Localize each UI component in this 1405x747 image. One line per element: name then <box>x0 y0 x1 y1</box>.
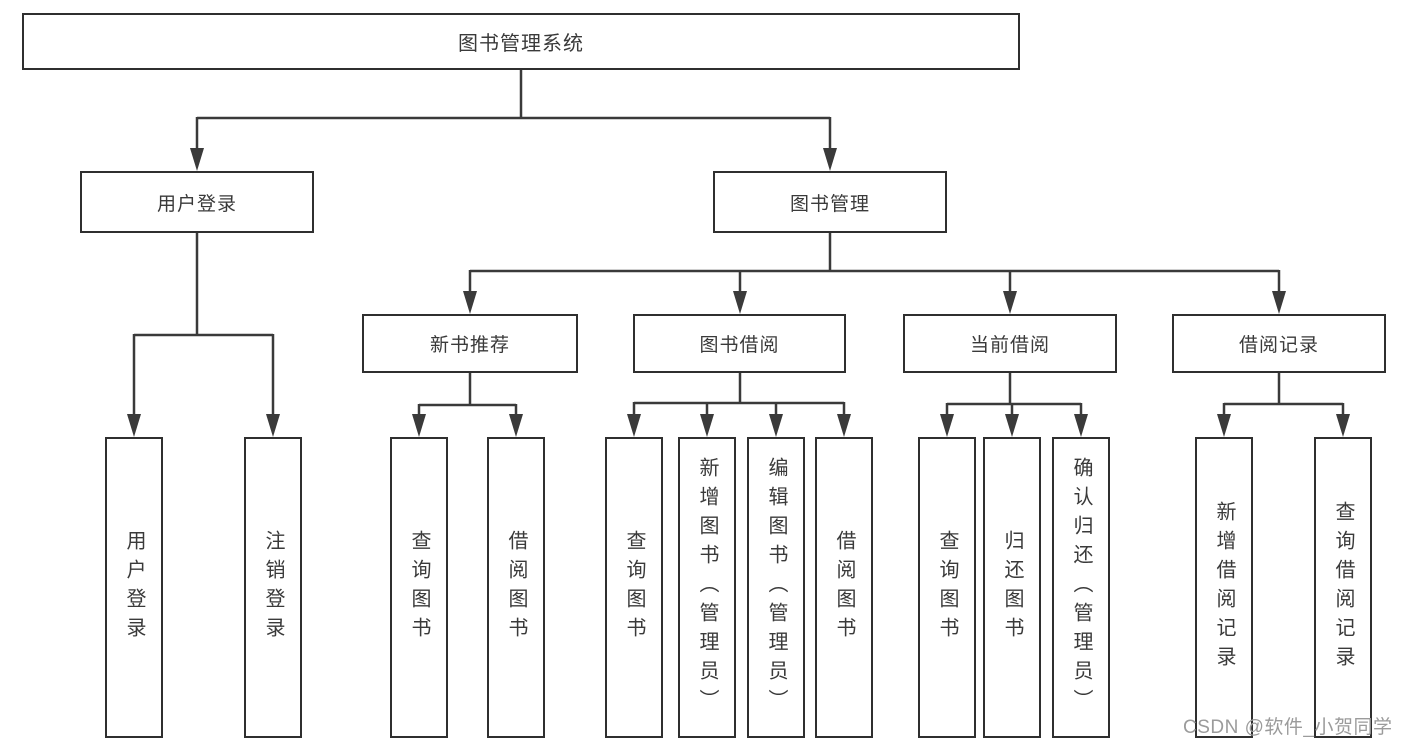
leaf-label: 编辑图书（管理员） <box>765 457 787 718</box>
node-library-management-system: 图书管理系统 <box>22 13 1020 70</box>
leaf-label: 查询图书 <box>936 529 958 646</box>
node-book-management: 图书管理 <box>713 171 947 233</box>
node-user-login: 用户登录 <box>80 171 314 233</box>
leaf-label: 查询图书 <box>408 529 430 646</box>
leaf-label: 借阅图书 <box>833 529 855 646</box>
csdn-watermark: CSDN @软件_小贺同学 <box>1183 717 1393 738</box>
node-current-borrowing: 当前借阅 <box>903 314 1117 373</box>
leaf-add-books-admin: 新增图书（管理员） <box>678 437 736 738</box>
leaf-label: 查询图书 <box>623 529 645 646</box>
leaf-label: 查询借阅记录 <box>1332 500 1354 675</box>
leaf-label: 注销登录 <box>262 529 284 646</box>
leaf-query-books-1: 查询图书 <box>390 437 448 738</box>
node-book-borrowing: 图书借阅 <box>633 314 846 373</box>
leaf-label: 借阅图书 <box>505 529 527 646</box>
arrowheads <box>127 148 1350 437</box>
leaf-return-books: 归还图书 <box>983 437 1041 738</box>
leaf-edit-books-admin: 编辑图书（管理员） <box>747 437 805 738</box>
leaf-label: 归还图书 <box>1001 529 1023 646</box>
leaf-user-login: 用户登录 <box>105 437 163 738</box>
leaf-borrow-books-1: 借阅图书 <box>487 437 545 738</box>
leaf-query-books-3: 查询图书 <box>918 437 976 738</box>
leaf-query-borrow-record: 查询借阅记录 <box>1314 437 1372 738</box>
leaf-add-borrow-record: 新增借阅记录 <box>1195 437 1253 738</box>
leaf-logout: 注销登录 <box>244 437 302 738</box>
connector-paths <box>132 70 1345 416</box>
leaf-label: 新增图书（管理员） <box>696 457 718 718</box>
leaf-confirm-return-admin: 确认归还（管理员） <box>1052 437 1110 738</box>
node-new-book-recommendation: 新书推荐 <box>362 314 578 373</box>
node-borrowing-records: 借阅记录 <box>1172 314 1386 373</box>
leaf-query-books-2: 查询图书 <box>605 437 663 738</box>
leaf-label: 确认归还（管理员） <box>1070 457 1092 718</box>
leaf-label: 用户登录 <box>123 529 145 646</box>
leaf-label: 新增借阅记录 <box>1213 500 1235 675</box>
leaf-borrow-books-2: 借阅图书 <box>815 437 873 738</box>
